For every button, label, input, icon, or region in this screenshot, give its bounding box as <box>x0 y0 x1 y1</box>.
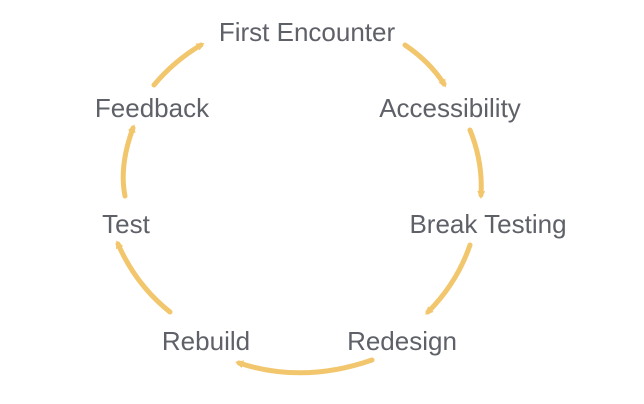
arrow-redesign-to-rebuild <box>235 357 375 376</box>
arrow-test-to-feedback <box>120 124 136 199</box>
stage-rebuild: Rebuild <box>162 326 250 356</box>
stage-first-encounter: First Encounter <box>219 17 396 47</box>
arrow-rebuild-to-test <box>115 240 173 315</box>
stage-break-testing: Break Testing <box>409 209 566 239</box>
stage-feedback: Feedback <box>95 93 210 123</box>
arrow-feedback-to-first-encounter <box>151 42 205 88</box>
arrow-break-testing-to-redesign <box>425 242 473 315</box>
stage-test: Test <box>102 209 150 239</box>
arrow-accessibility-to-break-testing <box>467 127 486 199</box>
cycle-arrows <box>115 42 486 376</box>
stage-labels: First Encounter Accessibility Break Test… <box>95 17 567 356</box>
stage-redesign: Redesign <box>347 326 457 356</box>
stage-accessibility: Accessibility <box>379 93 521 123</box>
arrow-first-encounter-to-accessibility <box>402 42 447 88</box>
